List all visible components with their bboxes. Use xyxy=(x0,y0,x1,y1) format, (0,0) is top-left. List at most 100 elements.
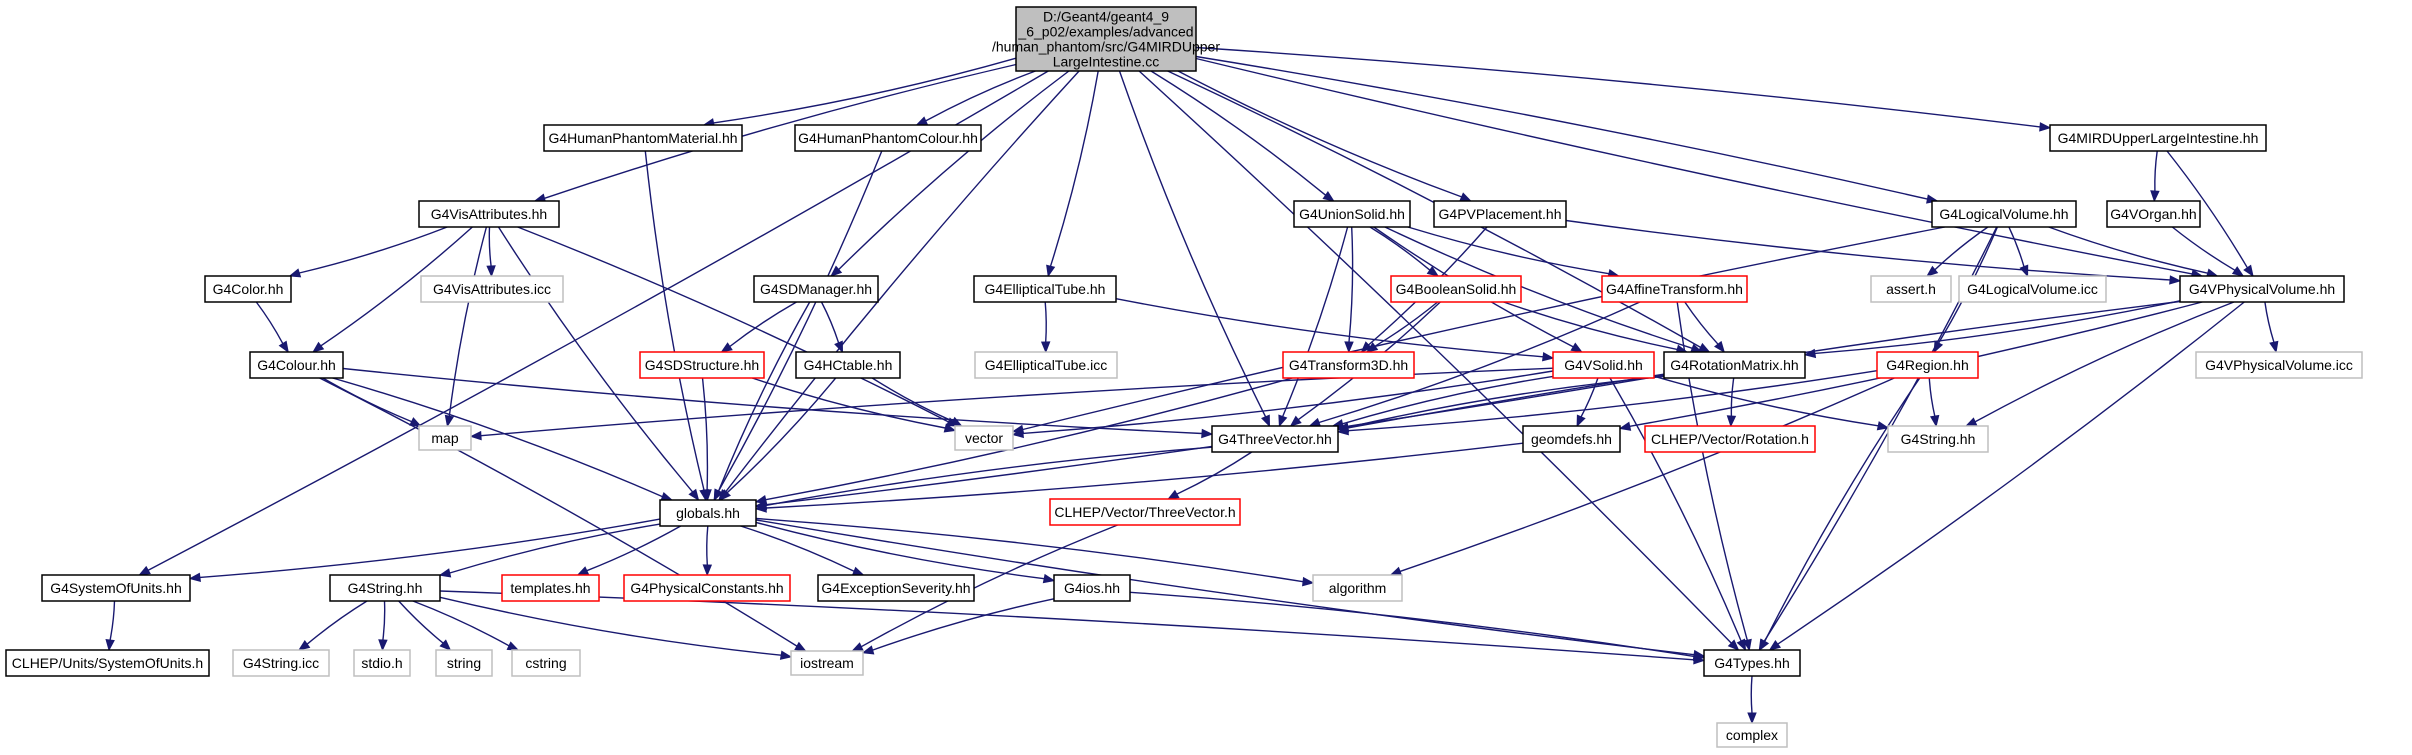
node-g4-vorgan[interactable]: G4VOrgan.hh xyxy=(2106,200,2201,228)
node-g4-sdmanager[interactable]: G4SDManager.hh xyxy=(753,275,879,303)
edge-root-to-g4-types xyxy=(1138,70,1740,651)
node-templates[interactable]: templates.hh xyxy=(501,574,600,602)
node-g4-three-vector[interactable]: G4ThreeVector.hh xyxy=(1211,425,1339,453)
edge-g4-types-to-complex xyxy=(1747,675,1757,725)
node-box xyxy=(817,574,975,602)
node-label: G4Types.hh xyxy=(1714,655,1790,671)
node-box xyxy=(1015,6,1197,72)
node-root[interactable]: D:/Geant4/geant4_9_6_p02/examples/advanc… xyxy=(992,6,1220,72)
node-g4-transform3-d[interactable]: G4Transform3D.hh xyxy=(1282,351,1415,379)
edge-line xyxy=(109,600,116,641)
node-label: G4LogicalVolume.icc xyxy=(1967,281,2098,297)
edge-line xyxy=(925,70,1036,122)
edge-line xyxy=(872,598,1055,651)
node-g4-system-of-units[interactable]: G4SystemOfUnits.hh xyxy=(41,574,191,602)
edge-arrowhead xyxy=(1768,640,1782,651)
edge-globals-to-g4-exception-severity xyxy=(740,525,865,576)
edge-arrowhead xyxy=(1570,342,1583,353)
node-box xyxy=(1663,351,1806,379)
node-label: cstring xyxy=(525,655,566,671)
node-g4-elliptical-tube[interactable]: G4EllipticalTube.hh xyxy=(973,275,1117,303)
edge-g4-union-solid-to-g4-transform3-d xyxy=(1344,226,1354,354)
node-box xyxy=(501,574,600,602)
node-g4-vis-attributes[interactable]: G4VisAttributes.hh xyxy=(418,200,560,228)
edge-line xyxy=(1777,301,2245,645)
node-label: G4UnionSolid.hh xyxy=(1299,206,1405,222)
node-g4-colour[interactable]: G4Colour.hh xyxy=(249,351,344,379)
node-box xyxy=(1049,498,1241,526)
edge-g4-mirdupper-large-intestine-to-g4-vphysical-volume xyxy=(2166,150,2254,278)
edge-line xyxy=(1195,55,1928,200)
node-g4-pvplacement[interactable]: G4PVPlacement.hh xyxy=(1433,200,1567,228)
node-box xyxy=(1716,722,1788,748)
node-g4-rotation-matrix[interactable]: G4RotationMatrix.hh xyxy=(1663,351,1806,379)
edge-arrowhead xyxy=(851,566,865,576)
node-label: G4SystemOfUnits.hh xyxy=(50,580,182,596)
edge-line xyxy=(755,519,1695,656)
edge-arrowhead xyxy=(1302,576,1315,587)
node-label: G4EllipticalTube.icc xyxy=(985,357,1107,373)
node-g4-hctable[interactable]: G4HCtable.hh xyxy=(795,351,901,379)
node-g4-human-phantom-colour[interactable]: G4HumanPhantomColour.hh xyxy=(794,124,982,152)
edge-g4-string-to-cstring xyxy=(412,600,520,651)
nodes-layer: D:/Geant4/geant4_9_6_p02/examples/advanc… xyxy=(5,6,2363,748)
edge-line xyxy=(1347,370,1878,432)
edge-line xyxy=(488,226,492,267)
node-globals[interactable]: globals.hh xyxy=(659,499,757,527)
edge-g4-colour-to-g4-three-vector xyxy=(342,367,1214,439)
edge-geomdefs-to-globals xyxy=(754,442,1524,513)
node-box xyxy=(329,574,441,602)
node-box xyxy=(249,351,344,379)
node-geomdefs[interactable]: geomdefs.hh xyxy=(1522,425,1621,453)
edge-g4-sdmanager-to-g4-sdstructure xyxy=(720,301,797,353)
node-g4-human-phantom-material[interactable]: G4HumanPhantomMaterial.hh xyxy=(543,124,743,152)
node-g4-types[interactable]: G4Types.hh xyxy=(1703,649,1801,677)
edge-arrowhead xyxy=(1576,414,1586,428)
node-box xyxy=(790,650,864,676)
node-g4-union-solid[interactable]: G4UnionSolid.hh xyxy=(1293,200,1411,228)
node-g4-sdstructure[interactable]: G4SDStructure.hh xyxy=(639,351,765,379)
edge-arrowhead xyxy=(830,265,843,277)
node-label: stdio.h xyxy=(361,655,402,671)
node-label: G4VSolid.hh xyxy=(1564,357,1643,373)
edge-g4-string-to-string xyxy=(398,600,452,651)
edge-line xyxy=(1049,70,1099,267)
edge-arrowhead xyxy=(576,566,590,576)
edge-arrowhead xyxy=(1926,265,1939,277)
edge-line xyxy=(412,600,510,647)
node-label: map xyxy=(431,430,458,446)
node-label: G4ios.hh xyxy=(1064,580,1120,596)
edge-g4-human-phantom-colour-to-globals xyxy=(713,150,883,502)
node-g4-logical-volume[interactable]: G4LogicalVolume.hh xyxy=(1931,200,2077,228)
edge-arrowhead xyxy=(719,489,731,501)
node-g4-affine-transform[interactable]: G4AffineTransform.hh xyxy=(1601,275,1748,303)
edge-g4-affine-transform-to-g4-rotation-matrix xyxy=(1684,301,1726,354)
node-g4-boolean-solid[interactable]: G4BooleanSolid.hh xyxy=(1390,275,1522,303)
node-g4-mirdupper-large-intestine[interactable]: G4MIRDUpperLargeIntestine.hh xyxy=(2049,124,2267,152)
node-g4-region[interactable]: G4Region.hh xyxy=(1876,351,1979,379)
node-g4-physical-constants[interactable]: G4PhysicalConstants.hh xyxy=(623,574,791,602)
node-label: G4VisAttributes.icc xyxy=(433,281,551,297)
node-clhepthree-vector[interactable]: CLHEP/Vector/ThreeVector.h xyxy=(1049,498,1241,526)
node-g4-string[interactable]: G4String.hh xyxy=(329,574,441,602)
edge-arrowhead xyxy=(288,268,302,278)
edge-line xyxy=(319,377,798,647)
node-g4-color[interactable]: G4Color.hh xyxy=(204,275,292,303)
edge-arrowhead xyxy=(2039,122,2052,132)
node-g4ios[interactable]: G4ios.hh xyxy=(1053,574,1131,602)
edge-g4-logical-volume-to-g4-logical-volume-icc xyxy=(2008,226,2029,278)
edge-arrowhead xyxy=(720,342,733,353)
edge-line xyxy=(1399,377,1895,573)
edge-arrowhead xyxy=(1344,341,1354,354)
node-clhepunits[interactable]: CLHEP/Units/SystemOfUnits.h xyxy=(5,649,210,677)
node-g4-exception-severity[interactable]: G4ExceptionSeverity.hh xyxy=(817,574,975,602)
node-label: /human_phantom/src/G4MIRDUpper xyxy=(992,39,1220,55)
node-g4-vphysical-volume[interactable]: G4VPhysicalVolume.hh xyxy=(2179,275,2345,303)
edge-line xyxy=(1653,375,1879,427)
node-g4-vsolid[interactable]: G4VSolid.hh xyxy=(1552,351,1655,379)
node-label: G4EllipticalTube.hh xyxy=(985,281,1106,297)
edge-g4-sdmanager-to-globals xyxy=(713,301,811,502)
edge-line xyxy=(2154,150,2158,192)
edge-line xyxy=(342,367,1203,435)
node-clheprotation[interactable]: CLHEP/Vector/Rotation.h xyxy=(1644,425,1816,453)
